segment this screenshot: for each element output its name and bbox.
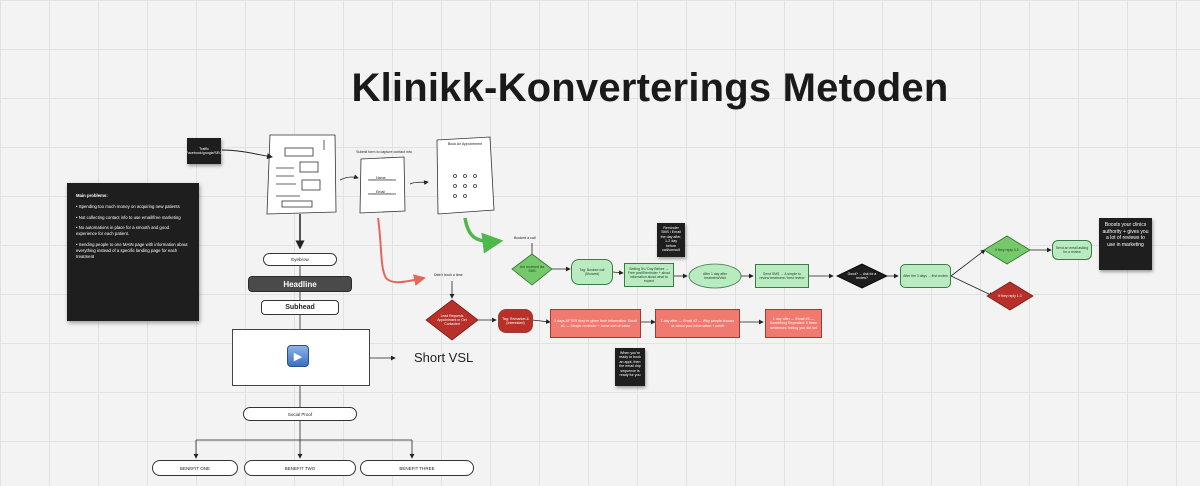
dark-decision-diamond	[836, 263, 888, 289]
top-decision-diamond	[511, 253, 553, 286]
bottom-decision-label: Lead Requests Appointment or Get Contact…	[437, 313, 467, 327]
form-name-field: ___Name___	[370, 176, 392, 180]
problem-item: • Spending too much money on acquiring n…	[76, 203, 180, 209]
problem-item: • Sending people to one MAIN page with i…	[76, 241, 188, 259]
benefit-three-pill: BENEFIT THREE	[360, 460, 474, 476]
bottom-step-3: 1 day after — Email #3 — Something Repea…	[765, 309, 822, 338]
form-email-field: ___Email___	[370, 190, 391, 194]
problem-item: • Not collecting contact info to use ema…	[76, 214, 181, 220]
top-step-3: After the 3 days ... first review	[900, 264, 951, 288]
bottom-decision-diamond	[425, 299, 479, 341]
problem-item: • No automations in place for a smooth a…	[76, 225, 169, 237]
booking-caption: Book An Appointment	[447, 142, 483, 146]
top-decision-label: Are received via SMS	[519, 264, 545, 273]
booked-call-label: Booked a call	[514, 236, 536, 240]
eyebrow-pill: Eyebrow	[263, 253, 337, 266]
top-step-2: Send SMS → A simple to review treatment …	[755, 264, 809, 288]
social-proof-pill: Social Proof	[243, 407, 357, 421]
remarket-tag: Tag: Remarket & (Interested)	[498, 309, 533, 333]
bottom-step-1: 2 days AFTER they've given their informa…	[550, 309, 641, 338]
review-request-box: Send an email asking for a review	[1052, 240, 1092, 260]
landing-page-sketch	[266, 134, 337, 215]
no-diamond-label: If they reply 1-3	[998, 293, 1022, 298]
email-drip-note: When you're ready to book an appt, then …	[615, 348, 645, 386]
dark-decision-label: Good? → Ask for a review?	[847, 271, 877, 280]
subhead-block: Subhead	[261, 300, 339, 315]
top-ellipse-label: After 1 day after treatment/Visit	[702, 271, 728, 280]
boosts-authority-note: Boosts your clinics authority + gives yo…	[1099, 218, 1152, 270]
didnt-book-label: Didn't book a time	[434, 273, 463, 277]
yes-diamond	[983, 235, 1031, 265]
no-diamond	[986, 281, 1034, 311]
headline-block: Headline	[248, 276, 352, 292]
top-step-1: Setting 3h / Day Before → Free post/Remi…	[624, 263, 674, 287]
benefit-two-pill: BENEFIT TWO	[244, 460, 356, 476]
form-caption: Submit form to capture contact info	[356, 150, 412, 154]
video-frame	[232, 329, 370, 386]
problems-heading: Main problems:	[76, 193, 108, 198]
short-vsl-label: Short VSL	[414, 350, 474, 365]
booked-call-tag: Tag: Booked call (Showed)	[571, 259, 613, 285]
page-title: Klinikk-Konverterings Metoden	[351, 66, 949, 110]
reminder-note: Reminder SMS / Email the day after, 1-2 …	[657, 223, 685, 257]
contact-form-sketch	[359, 156, 406, 214]
bottom-step-2: 1 day after — Email #2 — Why people choo…	[655, 309, 740, 338]
booking-page-sketch	[436, 136, 495, 215]
yes-diamond-label: If they reply 4-5	[995, 247, 1019, 252]
main-problems-note: Main problems: • Spending too much money…	[67, 183, 199, 321]
benefit-one-pill: BENEFIT ONE	[152, 460, 238, 476]
traffic-note: Traffic (Facebook/google/SEO)	[185, 138, 223, 164]
play-icon[interactable]: ▶	[287, 345, 309, 367]
